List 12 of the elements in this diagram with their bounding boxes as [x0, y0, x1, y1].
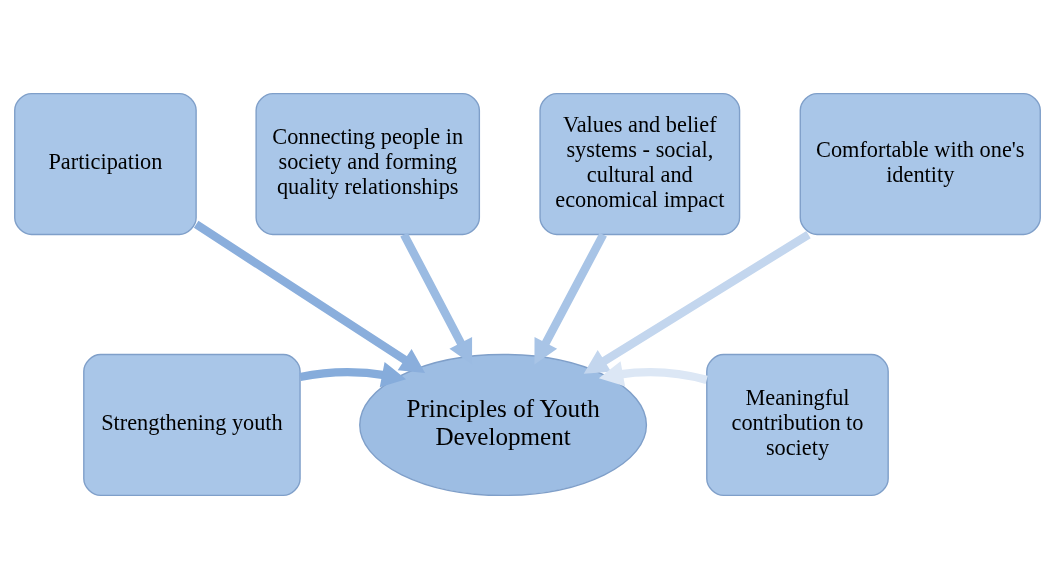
- arrow: [299, 361, 407, 387]
- node-box: Comfortable with one's identity: [799, 92, 1041, 235]
- arrow: [193, 220, 426, 373]
- node-box: Participation: [14, 92, 197, 235]
- arrow: [583, 230, 811, 374]
- node-ellipse: Principles of Youth Development: [359, 353, 648, 496]
- node-box: Meaningful contribution to society: [706, 353, 889, 496]
- arrow: [598, 360, 708, 386]
- node-box: Strengthening youth: [83, 353, 301, 496]
- node-box: Values and belief systems - social, cultural and economical impact: [539, 92, 741, 235]
- node-box: Connecting people in society and forming quality relationships: [255, 92, 481, 235]
- arrow: [534, 232, 607, 364]
